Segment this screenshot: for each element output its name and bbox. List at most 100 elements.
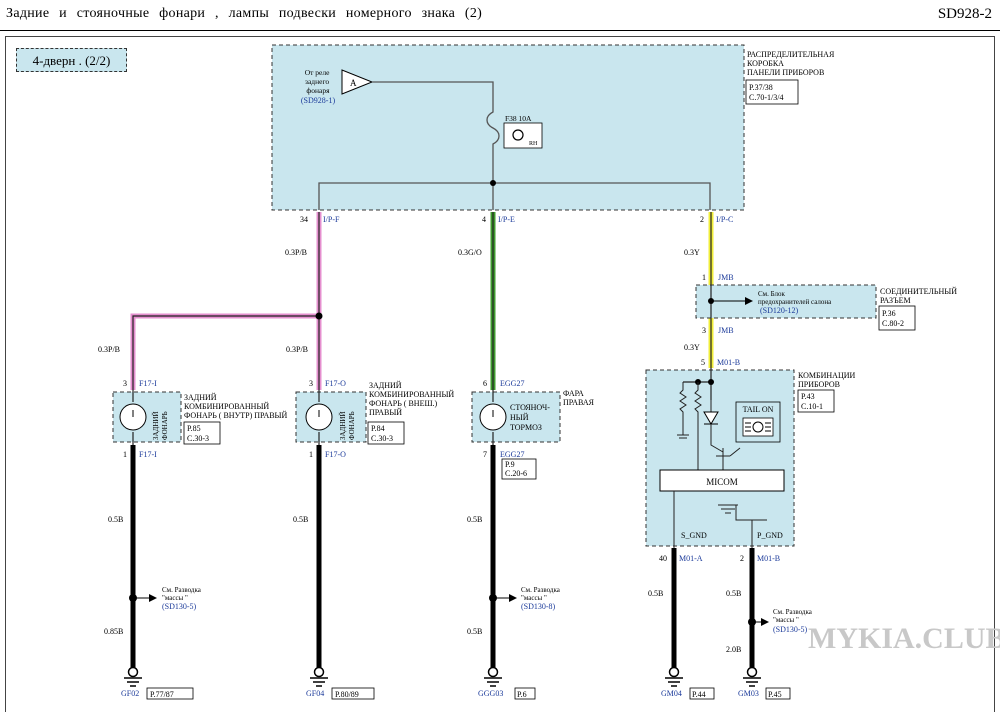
conn-c1: I/P-F bbox=[323, 215, 340, 224]
svg-text:GM03: GM03 bbox=[738, 689, 759, 698]
jmb-note: См. Блок предохранителей салона bbox=[758, 290, 832, 306]
svg-text:P.77/87: P.77/87 bbox=[150, 690, 174, 699]
pin-c3: 2 bbox=[700, 215, 704, 224]
lamp-name: ЗАДНИЙ КОМБИНИРОВАННЫЙ ФОНАРЬ ( ВНЕШ.) П… bbox=[369, 381, 456, 417]
conn-c3: I/P-C bbox=[716, 215, 733, 224]
cluster-name: КОМБИНАЦИИ ПРИБОРОВ bbox=[798, 371, 857, 389]
svg-text:P.9C.20-6: P.9C.20-6 bbox=[505, 460, 527, 478]
fuse-icon-label: RH bbox=[529, 141, 538, 147]
wire-label-green: 0.3G/O bbox=[458, 248, 482, 257]
svg-text:P.85C.30-3: P.85C.30-3 bbox=[187, 424, 209, 443]
svg-text:P.84C.30-3: P.84C.30-3 bbox=[371, 424, 393, 443]
svg-text:2: 2 bbox=[740, 554, 744, 563]
ground-icon bbox=[743, 677, 761, 687]
conn-c2: I/P-E bbox=[498, 215, 515, 224]
ground-icon bbox=[484, 677, 502, 687]
lamp-name: ФАРА ПРАВАЯ bbox=[563, 389, 595, 407]
svg-text:0.5B: 0.5B bbox=[108, 515, 123, 524]
svg-text:0.5B: 0.5B bbox=[726, 589, 741, 598]
tail-on-label: TAIL ON bbox=[743, 405, 774, 414]
svg-text:1: 1 bbox=[123, 450, 127, 459]
svg-text:F17-I: F17-I bbox=[139, 379, 157, 388]
svg-text:P.44: P.44 bbox=[692, 690, 706, 699]
svg-text:GF04: GF04 bbox=[306, 689, 324, 698]
svg-text:P.45: P.45 bbox=[768, 690, 782, 699]
relay-label: От реле заднего фонаря bbox=[305, 68, 332, 95]
svg-text:JMB: JMB bbox=[718, 326, 734, 335]
junction-box-name: РАСПРЕДЕЛИТЕЛЬНАЯ КОРОБКА ПАНЕЛИ ПРИБОРО… bbox=[747, 50, 836, 77]
wire-label-yellow-top: 0.3Y bbox=[684, 248, 700, 257]
svg-text:См. Разводка"массы ": См. Разводка"массы " bbox=[773, 608, 813, 624]
svg-text:0.5B: 0.5B bbox=[467, 627, 482, 636]
svg-text:1: 1 bbox=[309, 450, 313, 459]
connector-a-icon bbox=[341, 69, 374, 95]
svg-text:3: 3 bbox=[309, 379, 313, 388]
diagram-code: SD928-2 bbox=[937, 6, 992, 22]
svg-text:5: 5 bbox=[701, 358, 705, 367]
svg-text:P.43C.10-1: P.43C.10-1 bbox=[801, 392, 823, 411]
jmb-name: СОЕДИНИТЕЛЬНЫЙ РАЗЪЕМ bbox=[880, 287, 959, 305]
wire-green: 0.3G/O bbox=[458, 212, 496, 390]
svg-text:F17-O: F17-O bbox=[325, 379, 346, 388]
svg-text:P.80/89: P.80/89 bbox=[335, 690, 359, 699]
svg-text:P.6: P.6 bbox=[517, 690, 527, 699]
svg-text:(SD130-8)[interactable]: (SD130-8) bbox=[521, 602, 556, 611]
relay-link[interactable]: (SD928-1) bbox=[301, 96, 336, 105]
wire-pink: 0.3P/B bbox=[130, 212, 323, 390]
svg-text:0.5B: 0.5B bbox=[293, 515, 308, 524]
fuse-label: F38 10A bbox=[505, 114, 532, 123]
tail-lamp-icon bbox=[752, 421, 764, 433]
led-icon bbox=[703, 411, 719, 425]
svg-text:(SD130-5)[interactable]: (SD130-5) bbox=[773, 625, 808, 634]
svg-text:7: 7 bbox=[483, 450, 487, 459]
junction-box-ref: P.37/38 C.70-1/3/4 bbox=[749, 83, 783, 102]
ground-icon bbox=[310, 677, 328, 687]
pin-c1: 34 bbox=[300, 215, 308, 224]
wire-yellow: 0.3Y 0.3Y bbox=[684, 212, 714, 368]
lamp-egg27: 6 EGG27 СТОЯНОЧ- НЫЙ ТОРМОЗ ФАРА ПРАВАЯ … bbox=[467, 379, 595, 700]
svg-text:GM04: GM04 bbox=[661, 689, 682, 698]
diagram-title: Задние и стояночные фонари , лампы подве… bbox=[6, 6, 483, 21]
pin-c2: 4 bbox=[482, 215, 486, 224]
wire-label-pink-top: 0.3P/B bbox=[285, 248, 307, 257]
junction-box: РАСПРЕДЕЛИТЕЛЬНАЯ КОРОБКА ПАНЕЛИ ПРИБОРО… bbox=[271, 44, 836, 211]
svg-text:6: 6 bbox=[483, 379, 487, 388]
lamp-body-label: ЗАДНИЙ ФОНАРЬ bbox=[339, 410, 356, 440]
connector-a-label: A bbox=[350, 78, 357, 88]
svg-text:JMB: JMB bbox=[718, 273, 734, 282]
svg-text:3: 3 bbox=[702, 326, 706, 335]
fuse-symbol bbox=[372, 81, 500, 183]
jmb-connector: 1 JMB См. Блок предохранителей салона (S… bbox=[695, 273, 959, 335]
watermark-bottom: MYKIA.CLUB bbox=[808, 622, 1000, 655]
svg-text:0.3P/B: 0.3P/B bbox=[98, 345, 120, 354]
svg-text:См. Разводка"массы ": См. Разводка"массы " bbox=[521, 586, 561, 602]
svg-text:2.0B: 2.0B bbox=[726, 645, 741, 654]
svg-text:0.5B: 0.5B bbox=[467, 515, 482, 524]
wire-label-yellow-bottom: 0.3Y bbox=[684, 343, 700, 352]
svg-text:См. Разводка"массы ": См. Разводка"массы " bbox=[162, 586, 202, 602]
jmb-note-link[interactable]: (SD120-12) bbox=[760, 306, 799, 315]
diagram-frame bbox=[5, 36, 995, 712]
svg-text:M01-A: M01-A bbox=[679, 554, 703, 563]
lamp-fuse-icon bbox=[512, 129, 524, 141]
s-gnd-label: S_GND bbox=[681, 531, 707, 540]
svg-text:GF02: GF02 bbox=[121, 689, 139, 698]
svg-text:40: 40 bbox=[659, 554, 667, 563]
svg-text:F17-O: F17-O bbox=[325, 450, 346, 459]
ground-icon bbox=[665, 677, 683, 687]
lamp-body-label: ЗАДНИЙ ФОНАРЬ bbox=[152, 410, 169, 440]
junction-box-pins: 34 I/P-F 4 I/P-E 2 I/P-C bbox=[300, 215, 733, 224]
lamp-name: ЗАДНИЙ КОМБИНИРОВАННЫЙ ФОНАРЬ ( ВНУТР) П… bbox=[184, 393, 288, 420]
svg-text:(SD130-5)[interactable]: (SD130-5) bbox=[162, 602, 197, 611]
variant-tag: 4-дверн . (2/2) bbox=[16, 48, 127, 72]
lamp-body-label: СТОЯНОЧ- НЫЙ ТОРМОЗ bbox=[510, 403, 552, 432]
svg-text:EGG27: EGG27 bbox=[500, 450, 524, 459]
micom-label: MICOM bbox=[706, 477, 738, 487]
svg-text:1: 1 bbox=[702, 273, 706, 282]
svg-text:GGG03: GGG03 bbox=[478, 689, 503, 698]
svg-text:0.85B: 0.85B bbox=[104, 627, 123, 636]
svg-text:M01-B: M01-B bbox=[717, 358, 740, 367]
ground-icon bbox=[124, 677, 142, 687]
